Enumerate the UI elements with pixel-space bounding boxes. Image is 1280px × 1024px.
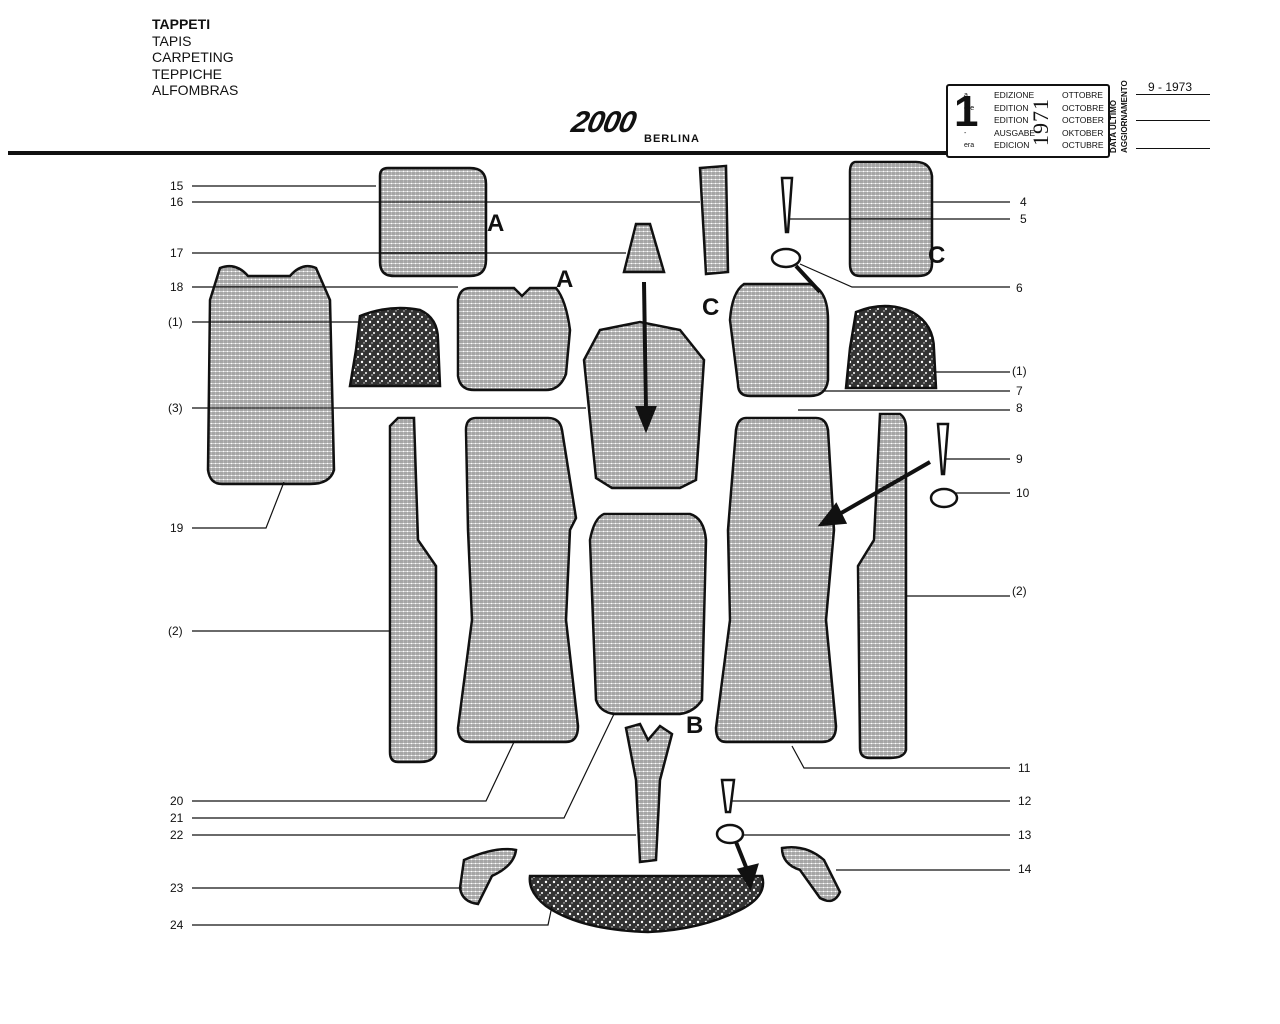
edition-label: EDITION xyxy=(994,102,1029,113)
mat-18 xyxy=(456,286,572,392)
insulation-1-left xyxy=(348,306,442,388)
edition-number: 1 xyxy=(954,87,979,136)
callout-22: 22 xyxy=(170,828,184,842)
callout-11: 11 xyxy=(1018,761,1031,775)
callout-2-right: (2) xyxy=(1012,584,1027,598)
edition-suffix: ere xyxy=(964,105,975,112)
edition-label: EDIZIONE xyxy=(994,90,1035,100)
callout-21: 21 xyxy=(170,811,184,825)
callout-4: 4 xyxy=(1020,195,1027,209)
edition-month: OKTOBER xyxy=(1062,127,1104,138)
edition-suffix: st xyxy=(964,118,970,125)
sill-2-right xyxy=(856,412,908,760)
callout-23: 23 xyxy=(170,881,184,895)
edition-months: OTTOBRE OCTOBRE OCTOBER OKTOBER OCTUBRE xyxy=(1062,89,1104,152)
mat-19 xyxy=(206,265,336,486)
edition-month: OCTOBRE xyxy=(1062,102,1104,113)
leader-11 xyxy=(791,745,1010,769)
shelf-24 xyxy=(528,874,765,934)
edition-box: 1 a ere st - era EDIZIONE EDITION EDITIO… xyxy=(946,84,1110,158)
callout-19: 19 xyxy=(170,521,184,535)
strip-16 xyxy=(698,164,730,276)
update-date: 9 - 1973 xyxy=(1148,80,1193,94)
edition-label: AUSGABE xyxy=(994,127,1036,138)
callout-14: 14 xyxy=(1018,862,1032,876)
grommet-13 xyxy=(715,823,745,845)
screw-5 xyxy=(780,176,794,234)
leader-19 xyxy=(192,481,285,529)
insulation-1-right xyxy=(844,304,938,390)
letter-b: B xyxy=(686,712,704,739)
arrow-6 xyxy=(794,264,822,294)
callout-20: 20 xyxy=(170,794,184,808)
mat-15 xyxy=(378,166,488,278)
callout-8: 8 xyxy=(1016,401,1023,415)
edition-label: EDICION xyxy=(994,140,1030,150)
arrow-17 xyxy=(642,281,648,413)
callout-5: 5 xyxy=(1020,212,1027,226)
edition-month: OCTUBRE xyxy=(1062,140,1104,150)
callout-2-left: (2) xyxy=(168,624,183,638)
letter-c-side: C xyxy=(928,242,946,269)
update-line xyxy=(1136,94,1210,95)
mat-c-right xyxy=(728,282,830,398)
arrow-9-head xyxy=(817,502,848,527)
update-line xyxy=(1136,148,1210,149)
pad-14 xyxy=(780,846,842,903)
arrow-9 xyxy=(835,460,931,518)
callout-6: 6 xyxy=(1016,281,1023,295)
grommet-10 xyxy=(929,487,959,509)
leader-21 xyxy=(192,713,615,819)
title-fr: TAPIS xyxy=(152,32,192,49)
callout-15: 15 xyxy=(170,179,184,193)
edition-suffix: a xyxy=(964,92,968,99)
pad-23 xyxy=(458,847,518,906)
edition-month: OCTOBER xyxy=(1062,115,1104,125)
title-de: TEPPICHE xyxy=(152,65,223,82)
callout-16: 16 xyxy=(170,195,184,209)
edition-month: OTTOBRE xyxy=(1062,90,1103,100)
callout-9: 9 xyxy=(1016,452,1023,466)
page-titles: TAPPETI TAPIS CARPETING TEPPICHE ALFOMBR… xyxy=(152,16,238,99)
sill-2-left xyxy=(388,416,438,764)
arrow-17-head xyxy=(635,406,657,434)
callout-10: 10 xyxy=(1016,486,1030,500)
leader-20 xyxy=(192,741,515,802)
callout-24: 24 xyxy=(170,918,184,932)
cover-22 xyxy=(624,722,674,864)
edition-suffix: - xyxy=(964,130,967,137)
boot-17 xyxy=(622,222,666,274)
mat-20 xyxy=(456,416,580,744)
mat-b xyxy=(588,512,708,716)
callout-3: (3) xyxy=(168,401,183,415)
title-es: ALFOMBRAS xyxy=(152,82,239,98)
letter-c-mat: C xyxy=(702,294,720,321)
callout-1-right: (1) xyxy=(1012,364,1027,378)
edition-labels: EDIZIONE EDITION EDITION AUSGABE EDICION xyxy=(994,89,1035,152)
header-rule xyxy=(8,151,948,155)
leader-6 xyxy=(799,263,1010,288)
callout-1-left: (1) xyxy=(168,315,183,329)
letter-a-front: A xyxy=(487,210,505,237)
leader-24 xyxy=(192,905,553,926)
grommet-6 xyxy=(770,247,802,269)
title-en: CARPETING xyxy=(152,49,234,65)
callout-13: 13 xyxy=(1018,828,1032,842)
title-it: TAPPETI xyxy=(152,16,211,32)
screw-12 xyxy=(720,778,736,814)
mat-8 xyxy=(714,416,838,744)
callout-7: 7 xyxy=(1016,384,1023,398)
edition-suffix: era xyxy=(964,142,975,149)
callout-18: 18 xyxy=(170,280,184,294)
callout-12: 12 xyxy=(1018,794,1032,808)
update-line xyxy=(1136,120,1210,121)
arrow-13-head xyxy=(736,863,759,891)
edition-label: EDITION xyxy=(994,115,1029,125)
screw-9 xyxy=(936,422,950,476)
model-sublogo: BERLINA xyxy=(644,133,700,145)
callout-17: 17 xyxy=(170,246,184,260)
letter-a-mat: A xyxy=(556,266,574,293)
